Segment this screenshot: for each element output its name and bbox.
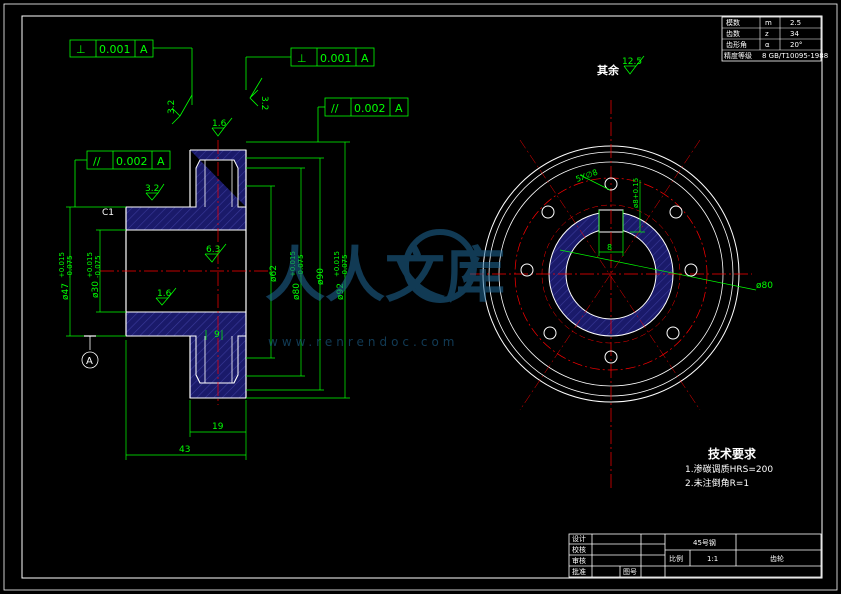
ra-16-bore: 1.6 (157, 289, 172, 299)
section-dim-text: ø47 +0.015 -0.075 ø30 +0.015 -0.075 ø62 … (58, 208, 349, 455)
front-dims (559, 174, 757, 291)
ra-32-right: 3.2 (259, 96, 269, 110)
bolt-hole (541, 205, 555, 219)
tb-ratio-label: 比例 (669, 554, 683, 563)
watermark-url: www.renrendoc.com (268, 335, 458, 349)
chamfer-label: C1 (102, 208, 114, 218)
title-block-text: 设计 校核 审核 批准 图号 45号钢 比例 1:1 齿轮 (572, 534, 784, 576)
dim-d92: ø92 (336, 283, 346, 300)
title-block (568, 533, 822, 578)
dim-d90: ø90 (316, 268, 326, 285)
tech-requirements: 技术要求 1.渗碳调质HRS=200 2.未注倒角R=1 (685, 446, 773, 489)
bolt-hole (520, 263, 534, 277)
tol-par-left-val: 0.002 (116, 155, 148, 168)
tech-title: 技术要求 (708, 446, 757, 461)
watermark-text: 人人文库 (265, 241, 505, 311)
svg-text://: // (93, 155, 101, 168)
tol-perp-left-datum: A (140, 43, 148, 56)
tb-ratio: 1:1 (707, 555, 718, 563)
param-val-1: 34 (790, 30, 799, 38)
svg-text://: // (331, 102, 339, 115)
tb-approve: 批准 (572, 567, 586, 576)
dim-d80-low: -0.075 (297, 254, 305, 277)
svg-text:⊥: ⊥ (297, 52, 307, 65)
tol-perp-left-val: 0.001 (99, 43, 131, 56)
param-name-3: 精度等级 (724, 51, 752, 60)
param-name-0: 模数 (726, 18, 740, 27)
bolt-hole (604, 350, 618, 364)
watermark-logo-icon (403, 229, 477, 303)
param-val-3: 8 GB/T10095-1988 (762, 52, 828, 60)
tol-frame-text: ⊥ 0.001 A ⊥ 0.001 A // 0.002 A // 0.002 … (76, 43, 403, 168)
tol-par-left-datum: A (157, 155, 165, 168)
tb-part-name: 齿轮 (770, 554, 784, 563)
dim-9: 9 (214, 330, 220, 340)
tb-design: 设计 (572, 534, 586, 543)
tb-material: 45号钢 (693, 538, 716, 547)
bolt-hole (543, 326, 557, 340)
dim-d47-up: +0.015 (58, 252, 66, 278)
watermark: 人人文库 www.renrendoc.com (265, 229, 505, 349)
param-val-2: 20° (790, 41, 802, 49)
tb-draw: 校核 (572, 545, 586, 554)
dim-d92-up: +0.015 (333, 251, 341, 277)
ra-125: 12.5 (622, 57, 642, 67)
param-sym-1: z (765, 30, 769, 38)
dim-d80: ø80 (292, 283, 302, 300)
tb-page-label: 图号 (623, 568, 637, 576)
dim-d30-low: -0.075 (94, 255, 102, 278)
ra-32-left: 3.2 (167, 100, 177, 114)
dim-d80-up: +0.015 (289, 251, 297, 277)
dim-keyway-label: ø8+0.15 (632, 178, 640, 208)
dim-43: 43 (179, 445, 190, 455)
tb-check: 审核 (572, 556, 586, 565)
params-table: 模数 m 2.5 齿数 z 34 齿形角 α 20° 精度等级 8 GB/T10… (721, 16, 828, 62)
bolt-hole (669, 205, 683, 219)
dim-d47: ø47 (61, 283, 71, 300)
tol-par-top-datum: A (395, 102, 403, 115)
outer-frame (3, 3, 838, 591)
dim-r80: ø80 (756, 281, 773, 291)
dim-d92-low: -0.075 (341, 254, 349, 277)
param-sym-2: α (765, 41, 770, 49)
datum-a: A (81, 335, 99, 369)
section-view (100, 140, 272, 405)
inner-frame (21, 15, 823, 579)
param-val-0: 2.5 (790, 19, 801, 27)
dim-d30-up: +0.015 (86, 252, 94, 278)
tech-line-2: 2.未注倒角R=1 (685, 477, 749, 489)
tol-perp-top-val: 0.001 (320, 52, 352, 65)
front-view (470, 100, 752, 490)
param-sym-0: m (765, 19, 772, 27)
dim-d62: ø62 (269, 265, 279, 282)
bolt-hole (666, 326, 680, 340)
section-lower (125, 311, 247, 384)
dim-d30: ø30 (91, 281, 101, 298)
roughness-text: 3.2 3.2 1.6 3.2 6.3 1.6 12.5 (145, 57, 642, 299)
param-name-1: 齿数 (726, 29, 740, 38)
roughness-symbols (145, 55, 645, 306)
bolt-hole (604, 177, 618, 191)
dim-keyway-8: 8 (607, 243, 612, 252)
svg-text:⊥: ⊥ (76, 43, 86, 56)
param-name-2: 齿形角 (726, 40, 747, 49)
tol-frames (69, 39, 409, 207)
ra-32-hub: 3.2 (145, 184, 159, 194)
datum-a-label: A (86, 356, 93, 367)
bolt-hole (684, 263, 698, 277)
dim-d47-low: -0.075 (66, 255, 74, 278)
ra-16-top: 1.6 (212, 119, 227, 129)
tol-par-top-val: 0.002 (354, 102, 386, 115)
tech-line-1: 1.渗碳调质HRS=200 (685, 463, 773, 475)
ra-63: 6.3 (206, 245, 220, 255)
rest-label: 其余 (597, 63, 620, 77)
tol-perp-top-datum: A (361, 52, 369, 65)
dim-19: 19 (212, 422, 224, 432)
